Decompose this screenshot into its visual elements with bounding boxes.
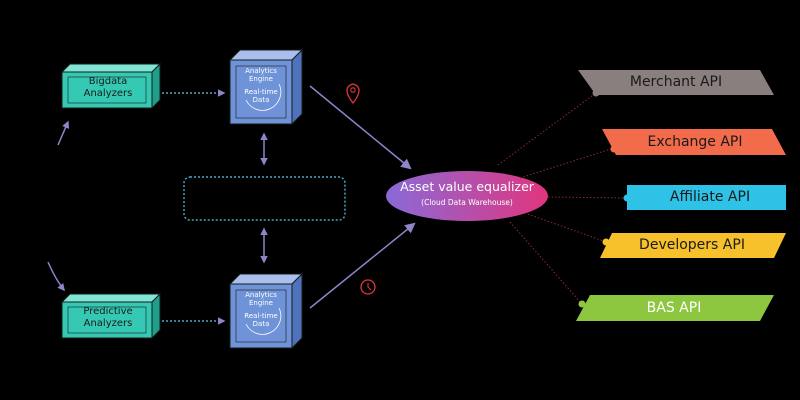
- arrow-engine-top-to-hub: [309, 85, 412, 170]
- hub-subtitle: (Cloud Data Warehouse): [421, 198, 513, 207]
- merchant-api-label: Merchant API: [629, 74, 723, 90]
- exchange-api-label: Exchange API: [647, 134, 743, 150]
- bigdata-analyzer-label: Bigdata Analyzers: [66, 76, 150, 100]
- affiliate-api-banner[interactable]: [627, 185, 786, 210]
- engine-bottom-label: Analytics Engine Real-time Data: [236, 291, 286, 328]
- merchant-api-dot: [592, 89, 600, 97]
- bigdata-analyzer-line2: Analyzers: [83, 88, 133, 99]
- developers-api-banner[interactable]: [600, 233, 786, 258]
- engine-top-line2: Engine: [249, 75, 273, 83]
- bas-api-label: BAS API: [646, 300, 702, 316]
- connector-hub-merchant: [497, 92, 597, 166]
- exchange-api-banner[interactable]: [602, 129, 786, 155]
- predictive-analyzer-line1: Predictive: [83, 306, 133, 317]
- engine-bottom-line1: Analytics: [245, 291, 277, 299]
- connector-hub-affiliate: [547, 196, 628, 199]
- engine-bottom-line3: Real-time: [244, 312, 278, 320]
- connector-hub-exchange: [519, 147, 615, 179]
- bigdata-analyzer-box[interactable]: [60, 62, 162, 110]
- exchange-api-dot: [610, 145, 618, 153]
- location-pin-icon: [346, 83, 360, 105]
- arrow-engine-bottom-to-hub: [309, 222, 416, 309]
- developers-api-label: Developers API: [639, 237, 745, 253]
- engine-top-label: Analytics Engine Real-time Data: [236, 67, 286, 104]
- bas-api-banner[interactable]: [576, 295, 774, 321]
- affiliate-api-label: Affiliate API: [669, 189, 751, 205]
- connector-hub-developers: [527, 213, 607, 243]
- predictive-analyzer-label: Predictive Analyzers: [66, 306, 150, 330]
- bas-api-dot: [578, 300, 586, 308]
- engine-top-line1: Analytics: [245, 67, 277, 75]
- engine-top-line4: Data: [252, 96, 270, 104]
- hub-title: Asset value equalizer: [400, 179, 534, 194]
- left-top-arrow: [57, 120, 70, 146]
- predictive-analyzer-box[interactable]: [60, 292, 162, 340]
- analytics-engine-bottom[interactable]: [228, 272, 304, 350]
- merchant-api-banner[interactable]: [578, 70, 774, 95]
- left-bottom-arrow: [47, 261, 65, 292]
- engine-bottom-line2: Engine: [249, 299, 273, 307]
- engine-top-line3: Real-time: [244, 88, 278, 96]
- connector-hub-bas: [509, 221, 583, 305]
- predictive-analyzer-line2: Analyzers: [83, 318, 133, 329]
- clock-icon: [360, 279, 376, 295]
- engine-bottom-line4: Data: [252, 320, 270, 328]
- bigdata-analyzer-line1: Bigdata: [88, 76, 128, 87]
- dotted-placeholder-box: [183, 176, 346, 221]
- developers-api-dot: [602, 238, 610, 246]
- analytics-engine-top[interactable]: [228, 48, 304, 126]
- asset-value-equalizer-hub[interactable]: [386, 171, 548, 221]
- affiliate-api-dot: [623, 194, 631, 202]
